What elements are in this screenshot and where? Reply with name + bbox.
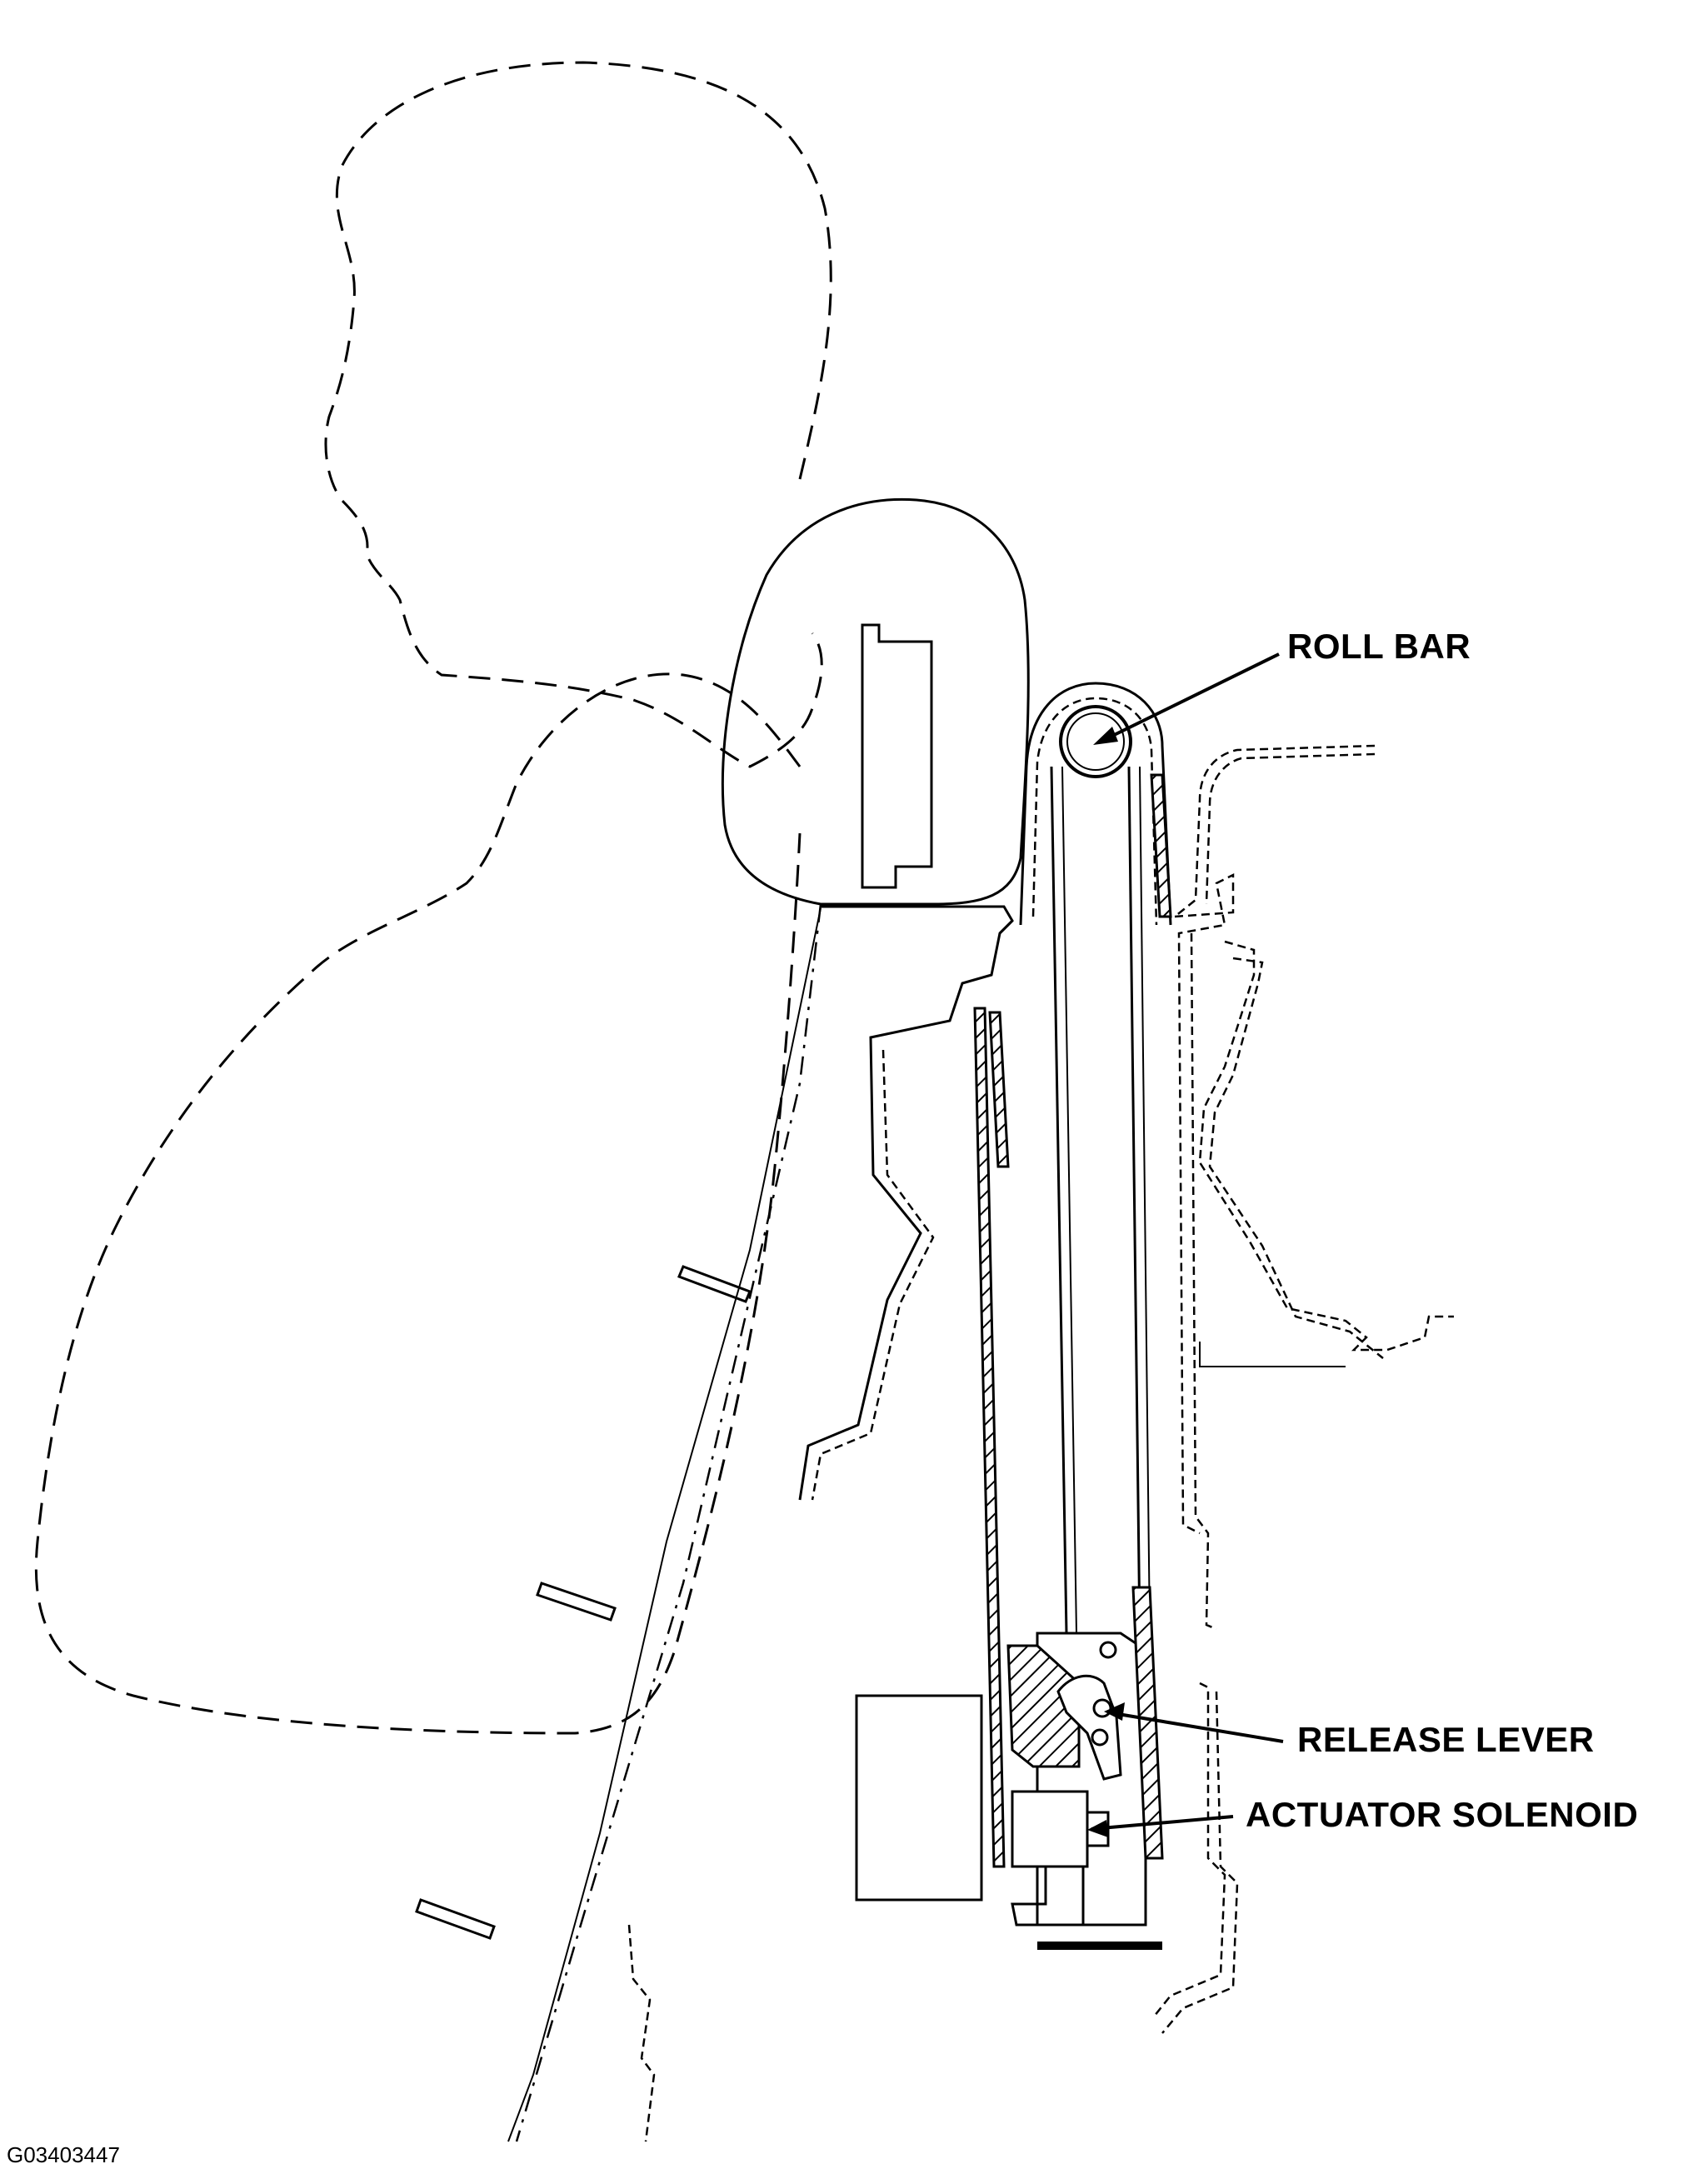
rear-panel-slope xyxy=(1198,940,1454,1352)
rear-panel-slope-2 xyxy=(1208,957,1384,1359)
roll-bar-tube-inner xyxy=(1066,712,1125,771)
roll-bar-assembly xyxy=(973,682,1172,1868)
bottom-plate xyxy=(1037,1942,1162,1950)
rear-panel-lower-2 xyxy=(1161,1691,1239,2034)
rear-panel-upper xyxy=(1174,744,1376,917)
roll-bar-cap-inner xyxy=(1031,697,1158,926)
roll-bar-rail-right-2 xyxy=(1139,766,1151,1634)
latch-catch xyxy=(1011,1865,1085,1927)
seat-frame-lower xyxy=(627,1924,656,2142)
seat-frame-outer xyxy=(798,919,1014,1501)
latch-hatched-block xyxy=(1006,1644,1081,1768)
rear-structure xyxy=(1153,744,1454,2034)
left-hatched-strip xyxy=(973,1007,1006,1868)
seat-spring-3 xyxy=(415,1898,496,1940)
headrest-insert xyxy=(861,623,933,889)
headrest-outline xyxy=(721,497,1030,906)
rear-panel-lower xyxy=(1153,1682,1226,2017)
leader-release-lever xyxy=(1107,1711,1284,1743)
occupant-torso-outline xyxy=(34,672,802,1735)
rear-panel-upper-2 xyxy=(1205,752,1376,905)
leader-roll-bar-arrow xyxy=(1093,727,1118,745)
roll-bar-rail-left-2 xyxy=(1061,766,1077,1634)
short-hatched-strip xyxy=(988,1011,1010,1168)
label-roll-bar: ROLL BAR xyxy=(1287,627,1471,666)
callout-roll-bar: ROLL BAR xyxy=(1093,627,1471,745)
rear-bracket xyxy=(1174,872,1235,1535)
actuator-solenoid-body xyxy=(1011,1790,1089,1868)
callout-actuator-solenoid: ACTUATOR SOLENOID xyxy=(1087,1795,1638,1837)
seat-frame-inner xyxy=(811,1049,935,1501)
latch-mechanism xyxy=(1006,1586,1164,1950)
occupant-silhouette xyxy=(34,61,832,1735)
seat-back-front-line xyxy=(515,903,822,2142)
seat-spring-1 xyxy=(677,1265,752,1303)
seat-spring-2 xyxy=(536,1582,617,1622)
headrest xyxy=(721,497,1030,935)
figure-code: G03403447 xyxy=(7,2142,120,2167)
latch-pin-upper xyxy=(1099,1641,1117,1659)
rear-floor-step xyxy=(1199,1342,1346,1367)
roll-bar-tube xyxy=(1059,705,1132,778)
headrest-base xyxy=(821,905,1014,935)
callout-release-lever: RELEASE LEVER xyxy=(1104,1702,1595,1759)
leader-release-lever-arrow xyxy=(1104,1702,1125,1721)
label-release-lever: RELEASE LEVER xyxy=(1297,1720,1595,1759)
seat-frame xyxy=(627,919,1014,2142)
label-actuator-solenoid: ACTUATOR SOLENOID xyxy=(1246,1795,1638,1834)
right-hatched-strip xyxy=(1150,773,1172,918)
seat-back xyxy=(415,903,822,2142)
leader-actuator-solenoid-arrow xyxy=(1087,1820,1108,1837)
rear-panel-inner xyxy=(1190,932,1217,1631)
seat-back-rear-line xyxy=(507,907,822,2142)
cushion-block xyxy=(855,1694,983,1902)
roll-bar-cap xyxy=(1019,682,1172,926)
latch-side-bar xyxy=(1131,1586,1164,1860)
leader-roll-bar xyxy=(1103,652,1280,742)
occupant-head-outline xyxy=(324,61,832,768)
leader-actuator-solenoid xyxy=(1091,1815,1234,1831)
roll-bar-rail-left xyxy=(1050,766,1068,1634)
roll-bar-rail-right xyxy=(1127,766,1141,1634)
latch-pin-lower xyxy=(1091,1728,1109,1747)
